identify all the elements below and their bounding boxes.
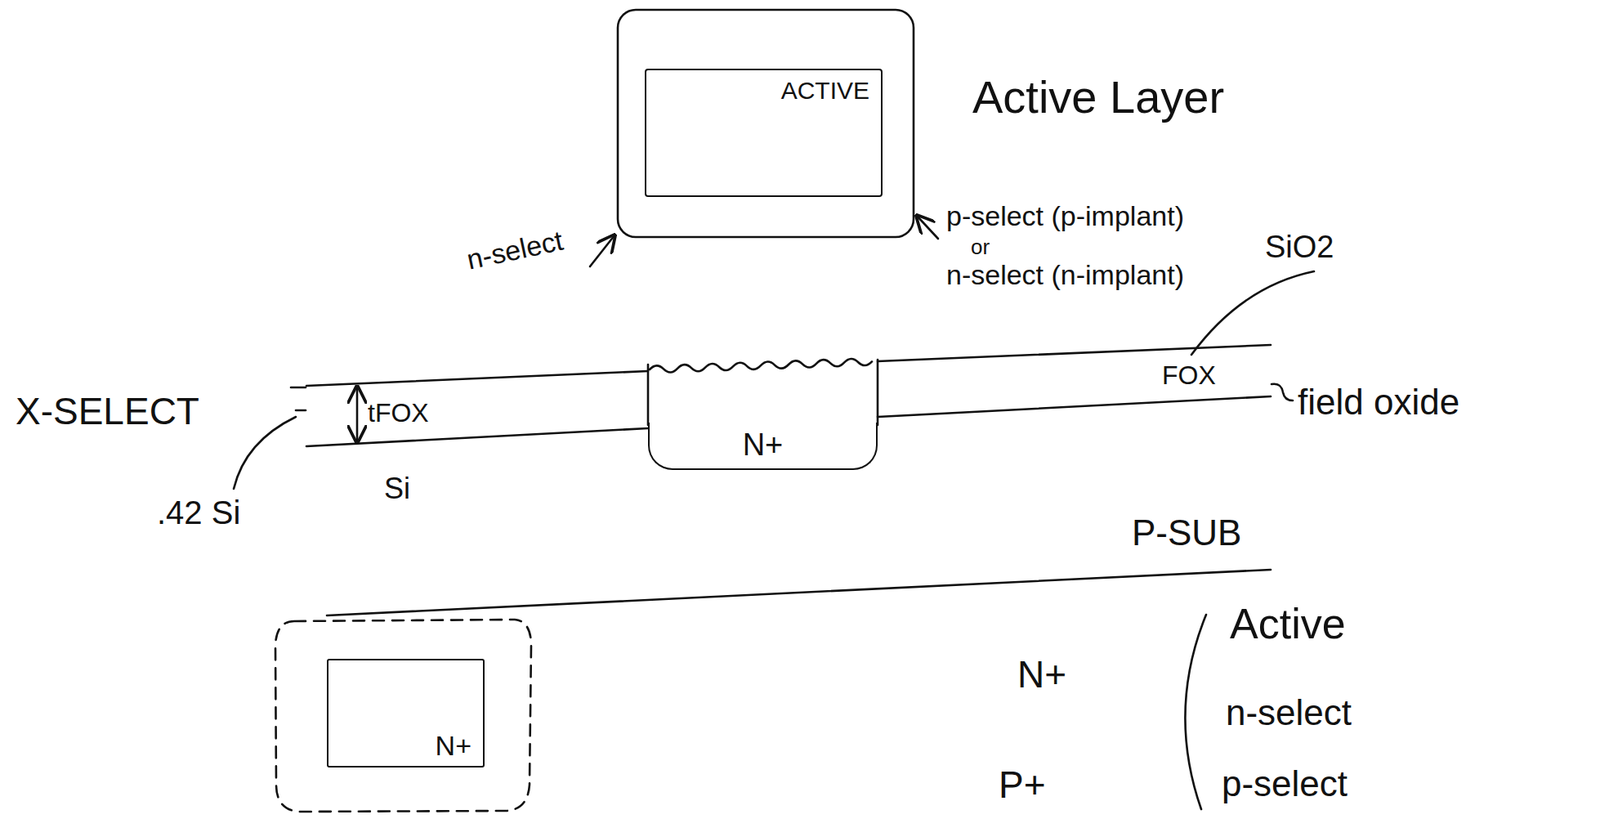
- active-box: ACTIVE: [644, 68, 883, 197]
- note-text: or: [970, 235, 990, 260]
- opening-edge: [876, 359, 880, 425]
- layer-label: n-select: [1225, 692, 1352, 733]
- section-title: X-SELECT: [15, 390, 200, 433]
- node-text: N+: [435, 730, 472, 761]
- region-label: P+: [998, 764, 1046, 806]
- layer-title: Active Layer: [972, 71, 1225, 123]
- region-label: P-SUB: [1131, 513, 1242, 553]
- bracket: [1184, 614, 1207, 809]
- material-label: FOX: [1162, 361, 1216, 390]
- material-label: SiO2: [1264, 230, 1334, 265]
- node-text: ACTIVE: [781, 76, 870, 104]
- oxide-bottom-line: [877, 396, 1271, 417]
- node-text: N+: [742, 428, 784, 463]
- select-outline-dashed: [275, 619, 532, 812]
- leader-arrow: [589, 235, 615, 267]
- material-label: Si: [384, 472, 411, 506]
- substrate-line: [326, 569, 1271, 616]
- implant-region: N+: [648, 422, 878, 470]
- thickness-arrow: [356, 386, 359, 443]
- layer-label: Active: [1229, 600, 1346, 648]
- leader-arrow: [916, 215, 939, 239]
- layer-label: p-select: [1221, 764, 1348, 804]
- material-label: field oxide: [1297, 382, 1460, 422]
- note-text: .42 Si: [156, 494, 241, 531]
- dimension-label: tFOX: [367, 398, 430, 428]
- tick-mark: [290, 386, 306, 389]
- leader-line: [233, 416, 296, 489]
- oxide-top-line: [306, 370, 649, 386]
- leader-line: [1191, 271, 1314, 355]
- layer-label: n-select: [464, 225, 566, 276]
- brace-mark: [1271, 384, 1293, 401]
- active-surface: [649, 358, 872, 373]
- tick-mark: [295, 409, 306, 412]
- active-box: N+: [326, 658, 485, 768]
- note-text: p-select (p-implant): [946, 201, 1185, 232]
- region-label: N+: [1017, 653, 1067, 696]
- note-text: n-select (n-implant): [946, 259, 1185, 291]
- opening-edge: [647, 364, 650, 425]
- select-outline: [617, 9, 914, 237]
- oxide-top-line: [877, 344, 1271, 362]
